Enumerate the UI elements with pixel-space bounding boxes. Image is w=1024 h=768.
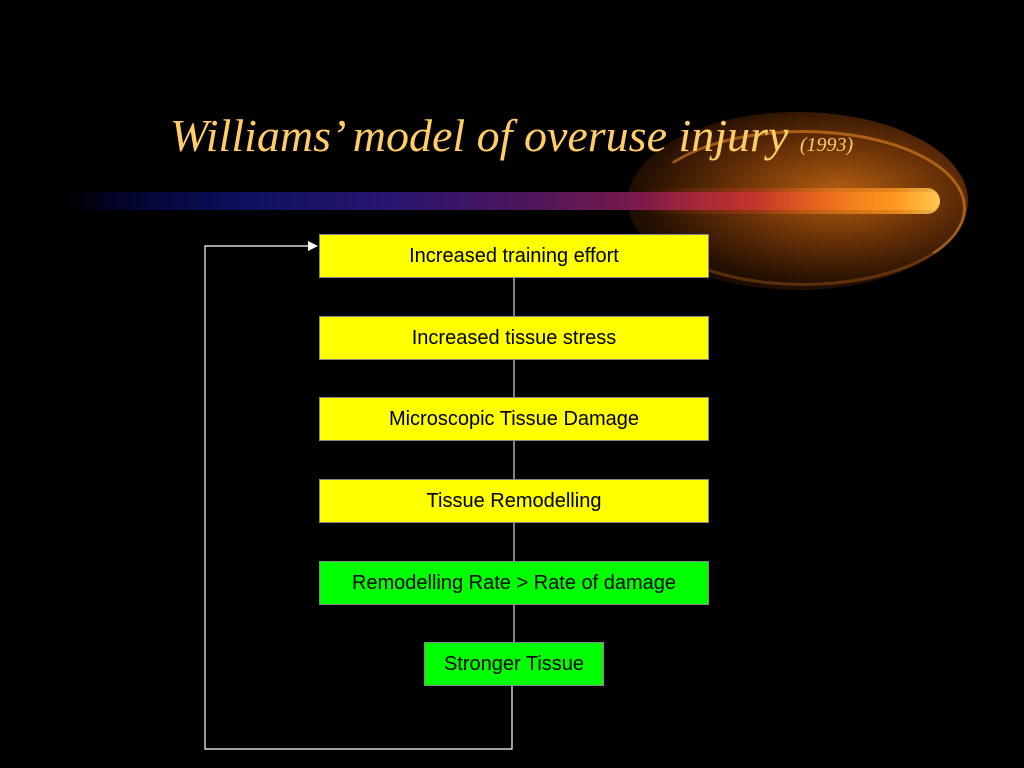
step-tissue-remodelling: Tissue Remodelling (319, 479, 709, 523)
step-remodelling-rate-comparison: Remodelling Rate > Rate of damage (319, 561, 709, 605)
feedback-loop-line (204, 245, 513, 750)
slide-title: Williams’ model of overuse injury (1993) (170, 108, 970, 173)
comet-ring-decoration (640, 130, 966, 286)
title-text: Williams’ model of overuse injury (170, 110, 789, 161)
step-increased-training-effort: Increased training effort (319, 234, 709, 278)
comet-head-decoration (640, 188, 940, 214)
title-year: (1993) (799, 134, 854, 156)
step-microscopic-tissue-damage: Microscopic Tissue Damage (319, 397, 709, 441)
feedback-arrowhead (308, 241, 318, 251)
step-increased-tissue-stress: Increased tissue stress (319, 316, 709, 360)
step-stronger-tissue: Stronger Tissue (424, 642, 604, 686)
